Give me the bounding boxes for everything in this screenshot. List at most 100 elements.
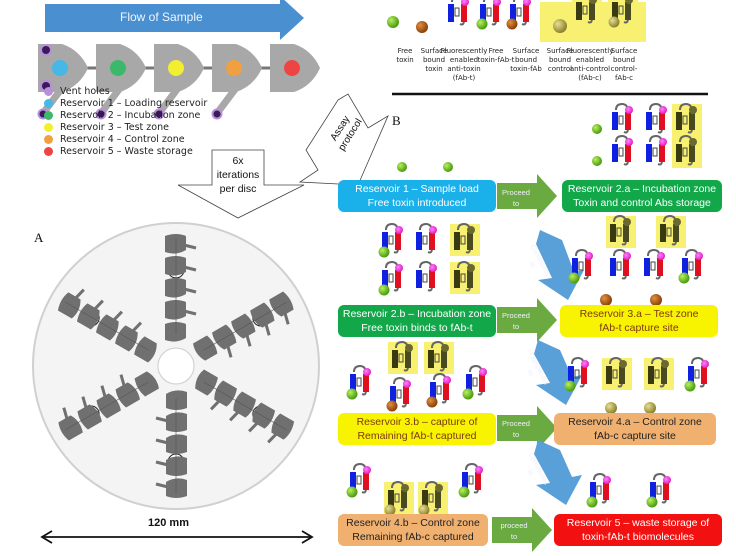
linker (663, 214, 677, 246)
fluorophore (401, 484, 409, 492)
siphon-channel (98, 84, 124, 116)
legend-swatch (44, 87, 53, 96)
hinge (578, 261, 584, 271)
heavy-chain (676, 112, 682, 130)
toxin-ball (387, 16, 399, 28)
anti-toxin-antibody (426, 372, 451, 408)
legend-item: Reservoir 3 – Test zone (44, 122, 169, 133)
hinge (396, 389, 402, 399)
anti-toxin-antibody (646, 102, 667, 134)
iterations-arrow (177, 149, 305, 219)
linker (385, 222, 399, 254)
legend-swatch (44, 111, 53, 120)
key-label-line: bound (514, 56, 538, 64)
legend-label: Reservoir 1 – Loading reservoir (60, 98, 208, 109)
light-chain (475, 472, 481, 490)
linker (651, 356, 665, 388)
hinge (616, 227, 622, 237)
step-reservoir-2b: Reservoir 2.b – Incubation zone Free tox… (338, 305, 496, 337)
key-label-line: bound (422, 56, 446, 64)
step-r4b-line2: Remaining fAb-c captured (352, 531, 474, 543)
heavy-chain (382, 232, 388, 250)
disc-assay-unit (195, 369, 295, 444)
center-hole (157, 347, 195, 385)
legend-item: Vent holes (44, 86, 110, 97)
toxin-ball (592, 156, 602, 166)
bound-target (476, 18, 488, 30)
hinge (422, 235, 428, 245)
anti-toxin-antibody (644, 248, 665, 280)
hinge (612, 369, 618, 379)
anti-toxin-antibody (646, 472, 671, 508)
linker (580, 0, 593, 24)
step-r2b-line2: Free toxin binds to fAb-t (361, 322, 473, 334)
bound-target (386, 400, 398, 412)
fluorophore (603, 476, 611, 484)
reservoir-marker (226, 60, 242, 76)
key-label-line: toxin (396, 56, 414, 64)
light-chain (429, 270, 435, 288)
light-chain (603, 482, 609, 500)
light-chain (479, 374, 485, 392)
fluorophore (657, 252, 665, 260)
heavy-chain (510, 4, 516, 22)
disc-assay-unit (57, 288, 157, 363)
hinge (454, 7, 460, 17)
key-label-line: toxin (425, 65, 443, 73)
heavy-chain (590, 482, 596, 500)
step-reservoir-4b: Reservoir 4.b – Control zone Remaining f… (338, 514, 488, 546)
anti-control-antibody (384, 480, 414, 516)
proceed-arrow-2 (497, 298, 557, 342)
disc-reservoir (193, 335, 218, 361)
fluorophore (689, 106, 697, 114)
anti-toxin-antibody (646, 134, 667, 166)
disc-channel (267, 429, 281, 444)
toxin-ball (443, 162, 453, 172)
heavy-chain (448, 4, 454, 22)
legend-item: Reservoir 2 – Incubation zone (44, 110, 200, 121)
anti-toxin-antibody (378, 260, 403, 296)
hinge (694, 369, 700, 379)
heavy-chain (610, 258, 616, 276)
toxin-ball (397, 162, 407, 172)
key-label-line: enabled (575, 56, 605, 64)
step-r1-line2: Free toxin introduced (367, 197, 467, 209)
step-r4a-line1: Reservoir 4.a – Control zone (568, 416, 702, 428)
key-label-line: fAb-c (614, 74, 634, 82)
disc-reservoir (165, 234, 186, 254)
heavy-chain (646, 144, 652, 162)
key-label-line: Free (397, 47, 413, 55)
light-chain (395, 270, 401, 288)
disc-channel (90, 299, 104, 314)
iterations-line3: per disc (219, 183, 257, 195)
anti-toxin-antibody (612, 134, 633, 166)
proceed-arrow-3 (497, 406, 557, 450)
linker (691, 356, 705, 388)
linker (457, 222, 471, 254)
anti-control-antibody (608, 0, 638, 28)
disc-microchannel (64, 301, 149, 351)
key-label-line: control (547, 65, 573, 73)
fluorophore (661, 360, 669, 368)
reservoir-marker (110, 60, 126, 76)
step-reservoir-2a: Reservoir 2.a – Incubation zone Toxin an… (562, 180, 722, 212)
anti-toxin-antibody (416, 222, 437, 254)
disc-reservoir (134, 371, 159, 397)
disc-channel (244, 330, 252, 347)
proceed-arrow-4 (492, 508, 552, 552)
key-label-line: anti-toxin (447, 65, 481, 73)
disc-channel (109, 310, 123, 325)
light-chain (657, 258, 663, 276)
disc-reservoir (231, 313, 256, 339)
hinge (468, 475, 474, 485)
linker (649, 102, 663, 134)
hinge (596, 485, 602, 495)
anti-control-antibody (644, 356, 674, 390)
key-label-line: anti-control (569, 65, 611, 73)
light-chain (441, 350, 447, 368)
hinge (460, 273, 466, 283)
hinge (688, 261, 694, 271)
